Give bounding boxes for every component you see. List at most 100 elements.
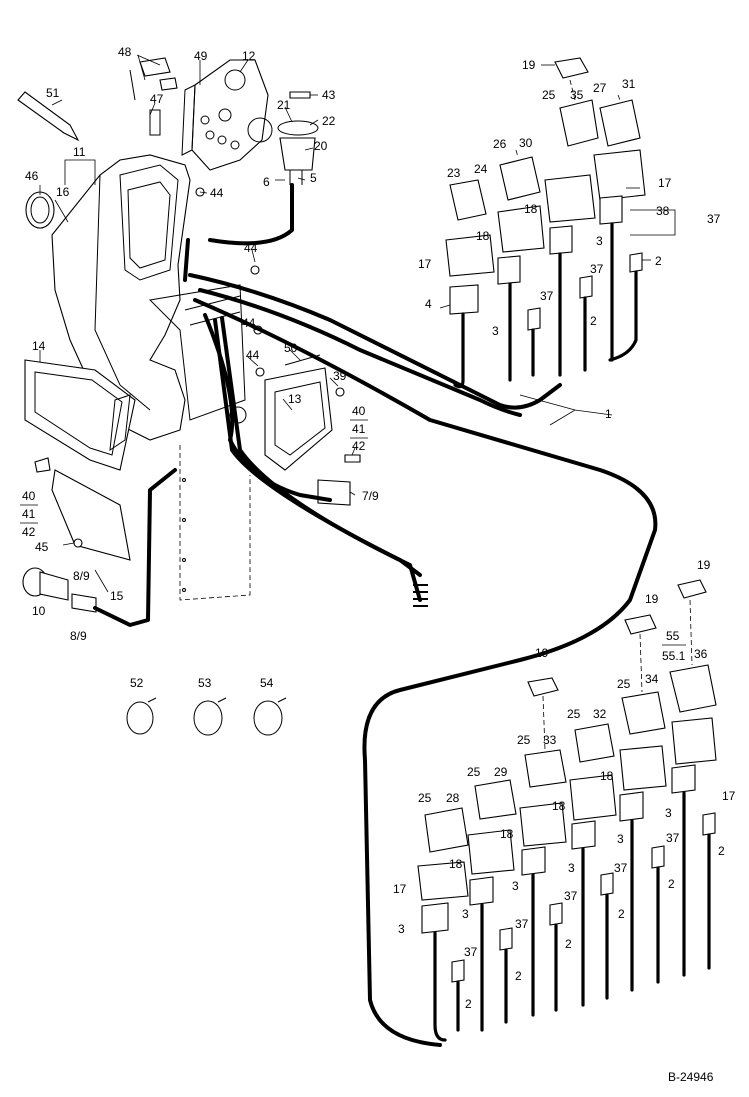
label-37: 37 [707,212,721,226]
label-22: 22 [322,114,336,128]
label-33: 33 [543,733,557,747]
lower-panel [51,469,131,561]
label-37h: 37 [464,945,478,959]
label-16: 16 [56,185,70,199]
label-25b: 25 [617,677,631,691]
label-32: 32 [593,707,607,721]
label-17c: 17 [722,789,736,803]
drawing-number: B-24946 [668,1070,714,1084]
label-27: 27 [593,81,607,95]
label-44b: 44 [244,241,258,255]
label-6: 6 [263,175,270,189]
bulb-holders [129,57,178,136]
connector-7-9 [317,479,351,506]
label-26: 26 [493,137,507,151]
label-48: 48 [118,45,132,59]
mounting-plate [179,445,251,601]
label-3g: 3 [617,832,624,846]
label-53: 53 [198,676,212,690]
label-37c: 37 [540,289,554,303]
label-51: 51 [46,86,60,100]
label-14: 14 [32,339,46,353]
label-54: 54 [260,676,274,690]
label-31: 31 [622,77,636,91]
label-2b: 2 [590,314,597,328]
label-23: 23 [447,166,461,180]
label-52: 52 [130,676,144,690]
label-45: 45 [35,540,49,554]
label-37e: 37 [614,861,628,875]
label-17: 17 [658,176,672,190]
label-18: 18 [524,202,538,216]
label-37f: 37 [564,889,578,903]
label-25e: 25 [467,765,481,779]
label-25: 25 [542,88,556,102]
label-3c: 3 [398,922,405,936]
label-42: 42 [352,439,366,453]
label-18c: 18 [600,769,614,783]
label-34: 34 [645,672,659,686]
label-47: 47 [150,92,164,106]
label-29: 29 [494,765,508,779]
label-2f: 2 [565,937,572,951]
label-55: 55 [666,629,680,643]
label-40: 40 [352,404,366,418]
label-15: 15 [110,589,124,603]
hose-clamps [126,697,287,736]
label-44c: 44 [242,316,256,330]
label-30: 30 [519,136,533,150]
upper-switch-group [445,57,646,389]
label-13: 13 [288,392,302,406]
key-switch [277,120,319,185]
label-17b: 17 [418,257,432,271]
label-17d: 17 [393,882,407,896]
label-2d: 2 [668,877,675,891]
main-harness [93,183,658,1047]
leader-lines [39,54,676,593]
label-50: 50 [284,341,298,355]
label-20: 20 [314,139,328,153]
label-37g: 37 [515,917,529,931]
label-19b: 19 [697,558,711,572]
label-25c: 25 [567,707,581,721]
label-19: 19 [522,58,536,72]
label-3f: 3 [568,861,575,875]
gauge-cluster [181,59,273,171]
label-2e: 2 [618,907,625,921]
label-3b: 3 [596,234,603,248]
side-panel [24,359,136,471]
label-2h: 2 [465,997,472,1011]
label-1: 1 [605,407,612,421]
label-18f: 18 [449,857,463,871]
lower-switch-group [417,579,717,1042]
label-7-9: 7/9 [362,489,379,503]
label-44d: 44 [246,348,260,362]
label-2: 2 [655,254,662,268]
label-36: 36 [694,647,708,661]
label-24: 24 [474,162,488,176]
label-4: 4 [425,297,432,311]
label-44: 44 [210,186,224,200]
label-3e: 3 [512,879,519,893]
label-25d: 25 [517,733,531,747]
contact-tool [17,91,80,142]
collar [25,191,55,229]
label-18e: 18 [500,827,514,841]
label-8-9: 8/9 [73,569,90,583]
label-11: 11 [73,145,86,159]
label-3h: 3 [665,806,672,820]
label-37d: 37 [666,831,680,845]
label-10: 10 [32,604,46,618]
label-39: 39 [333,369,347,383]
label-18b: 18 [476,229,490,243]
fasteners [34,91,361,548]
label-28: 28 [446,791,460,805]
mounting-bracket [264,354,333,471]
label-55-1: 55.1 [662,649,686,663]
sensor [22,567,97,613]
label-3d: 3 [462,907,469,921]
label-12: 12 [242,49,256,63]
label-8-9b: 8/9 [70,629,87,643]
label-5: 5 [310,171,317,185]
